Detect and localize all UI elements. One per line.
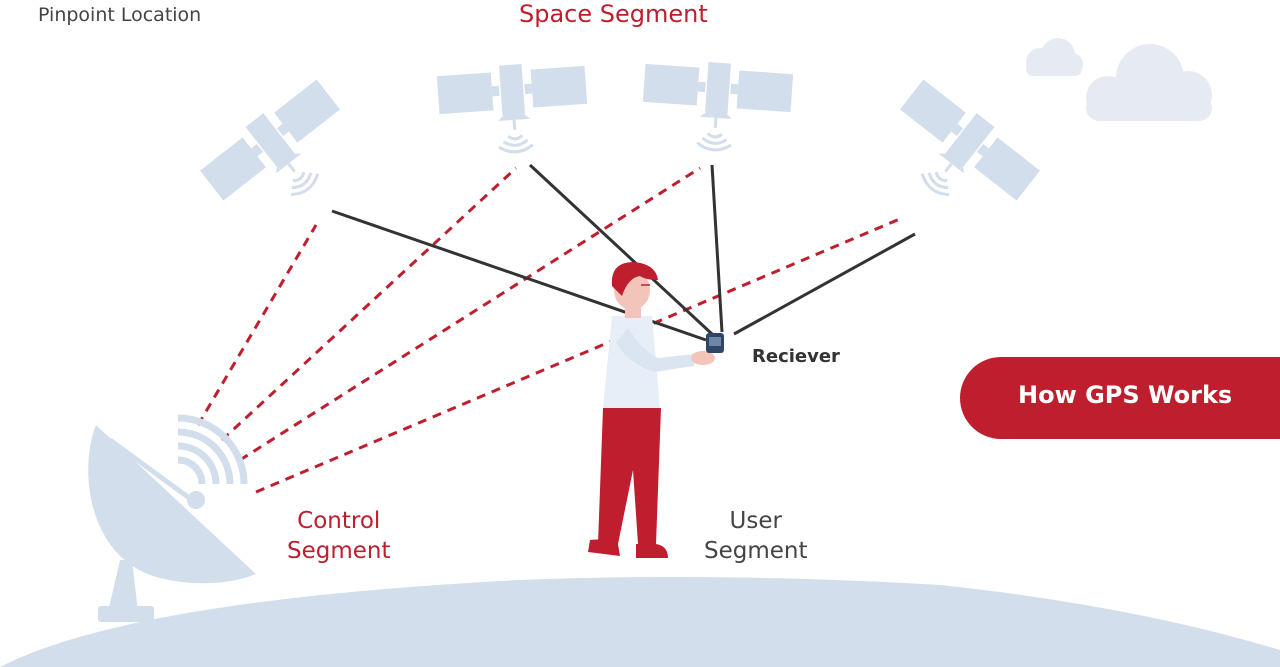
control-segment-label: Control Segment (287, 506, 391, 566)
receiver-label: Reciever (752, 346, 840, 367)
gps-receiver-icon (706, 333, 724, 353)
satellite-icon (872, 72, 1046, 236)
control-segment-line1: Control (297, 508, 381, 534)
satellite-signal-lines (331, 163, 916, 342)
brand-title: Pinpoint Location (38, 4, 202, 26)
control-uplink-lines (196, 166, 903, 494)
person-icon (588, 262, 715, 558)
satellite-icon (638, 55, 796, 157)
satellite-icon (434, 57, 592, 159)
user-segment-label: User Segment (704, 506, 808, 566)
cloud-icon (1086, 44, 1212, 121)
cloud-icon (1026, 38, 1083, 76)
user-segment-line1: User (729, 508, 782, 534)
earth-surface (0, 576, 1280, 667)
signal-waves-icon (177, 414, 248, 485)
user-segment-line2: Segment (704, 538, 808, 564)
space-segment-label: Space Segment (519, 0, 708, 28)
satellite-icon (194, 72, 368, 236)
satellite-dish-icon (88, 425, 256, 622)
control-segment-line2: Segment (287, 538, 391, 564)
how-gps-works-badge: How GPS Works (960, 357, 1280, 439)
how-gps-works-label: How GPS Works (1018, 381, 1233, 409)
